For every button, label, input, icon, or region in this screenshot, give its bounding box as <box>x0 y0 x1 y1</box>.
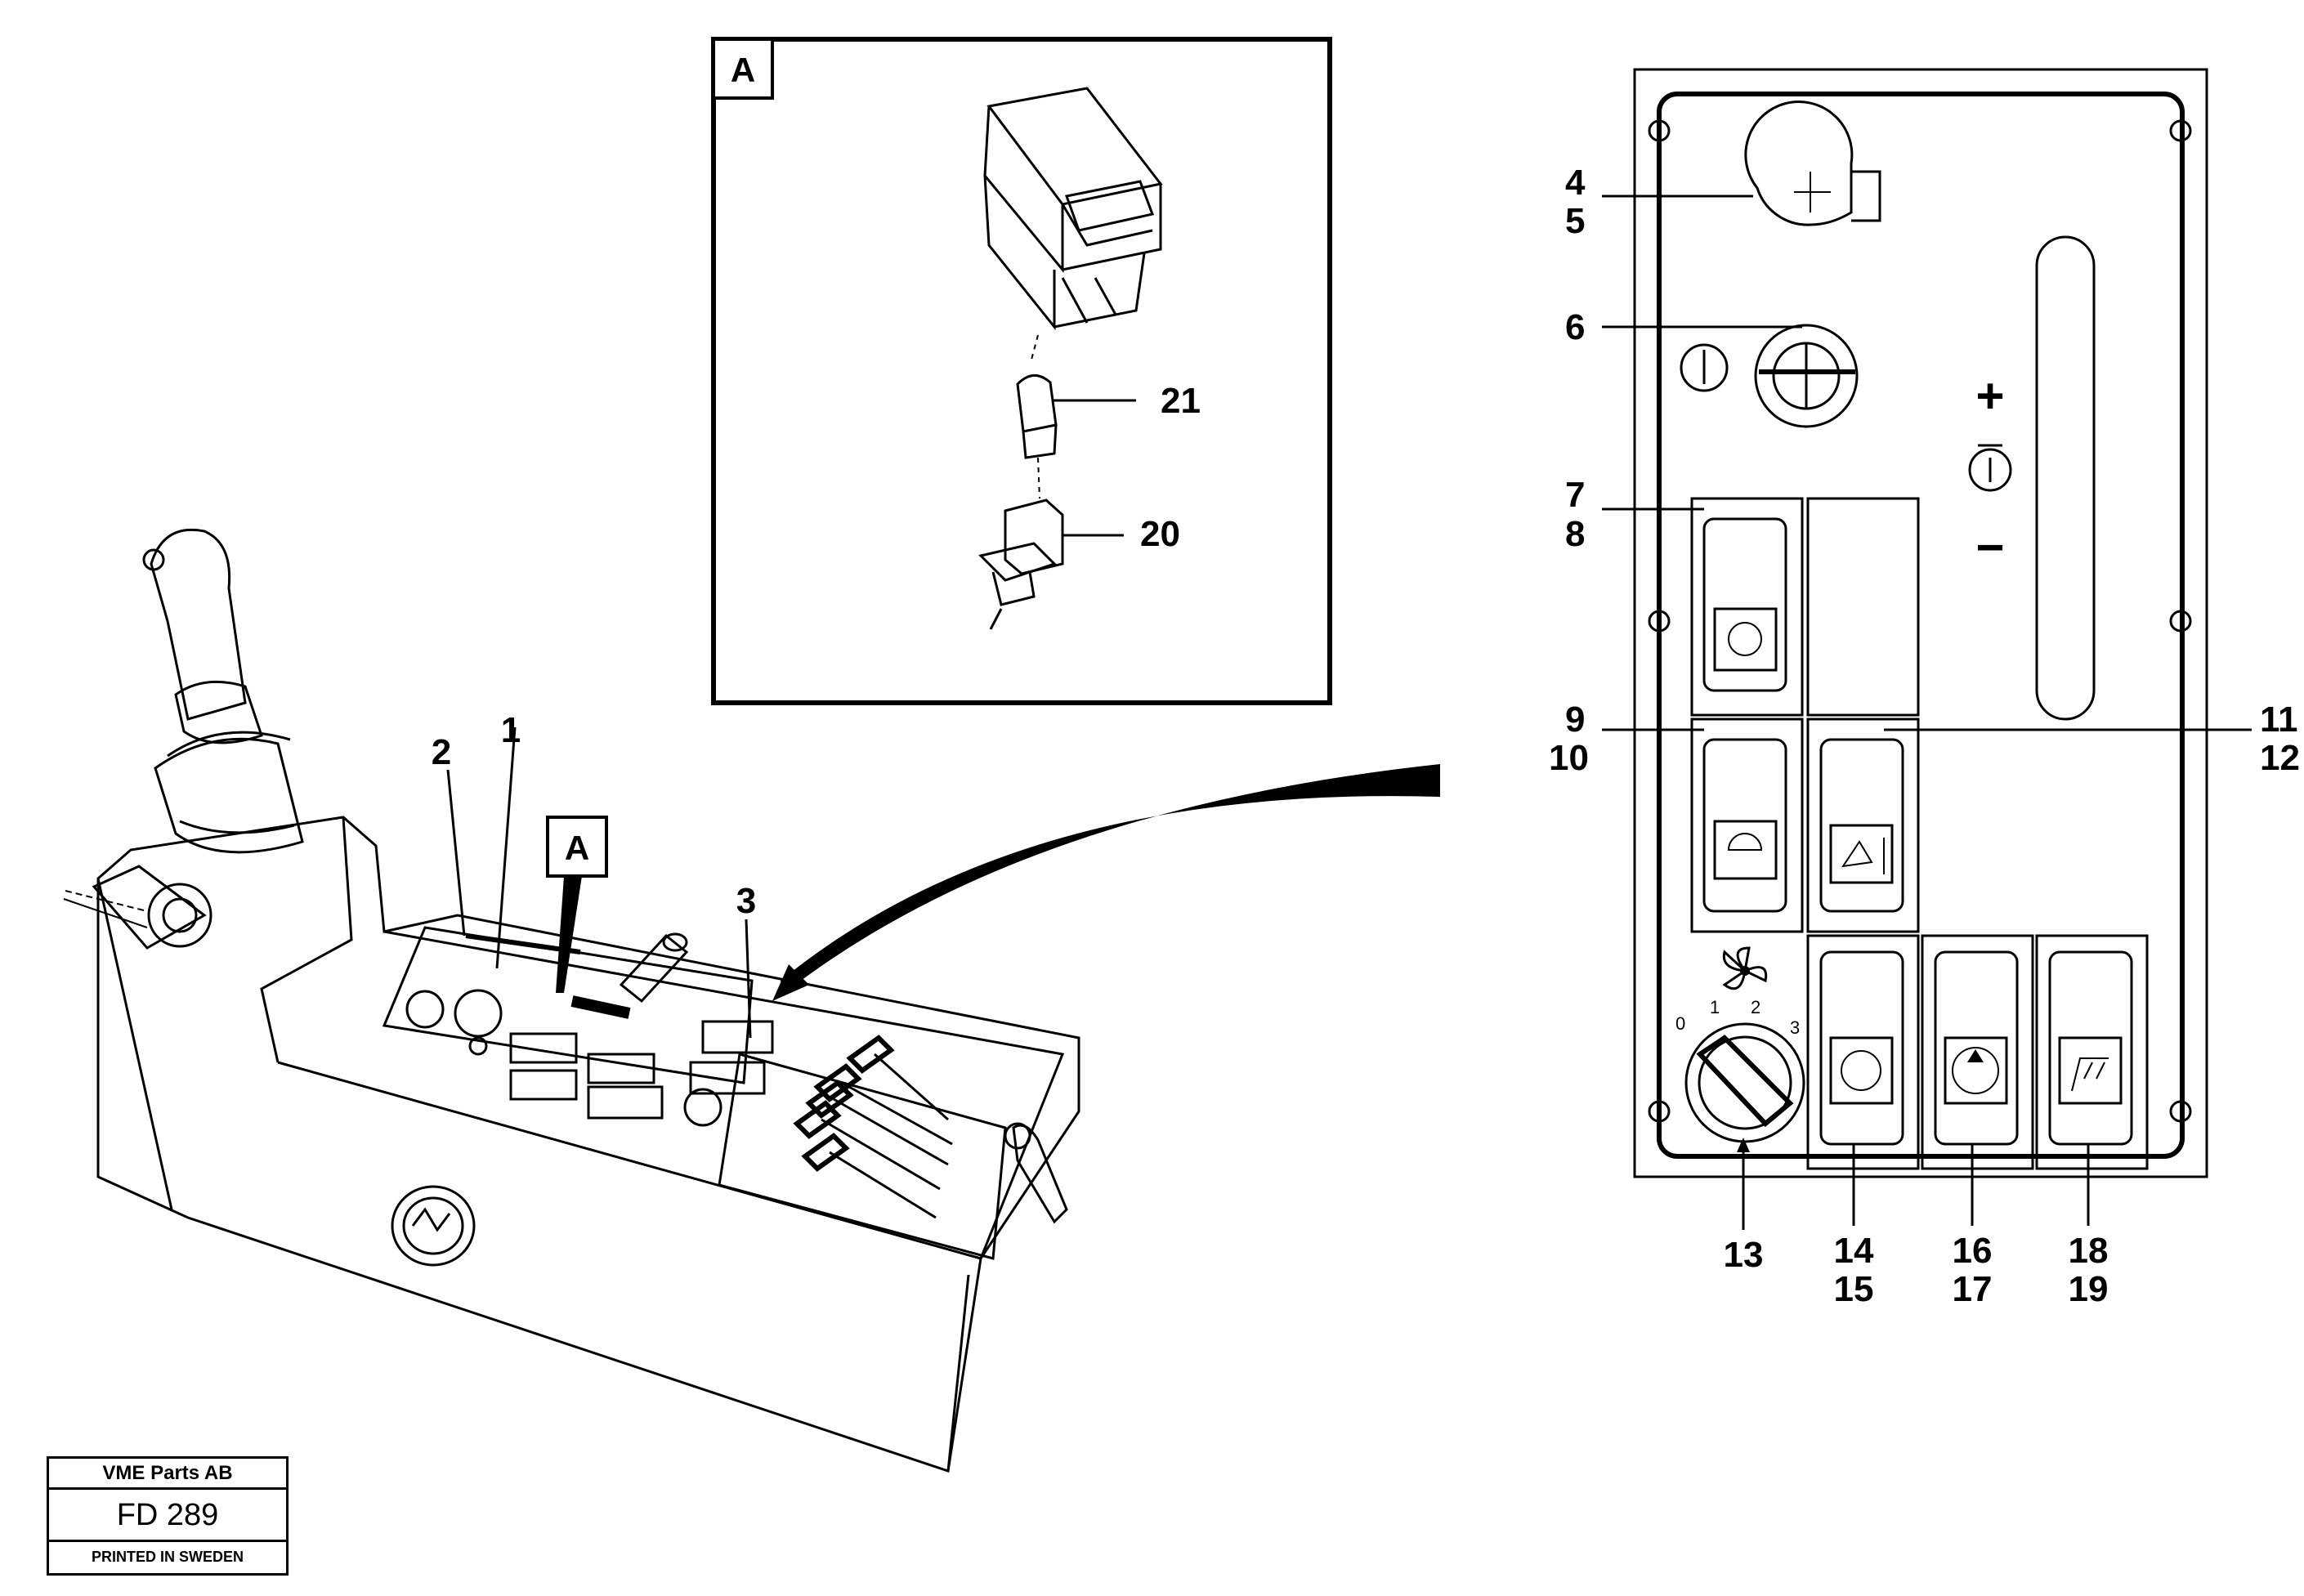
switch-bay-blank <box>1806 497 1920 717</box>
gauge-cap <box>1744 101 1881 226</box>
control-panel-drawing: + − <box>1633 68 2208 1178</box>
hydraulic-levers-drawing <box>718 1035 1007 1260</box>
callout-6: 6 <box>1565 307 1585 347</box>
callout-15: 15 <box>1834 1269 1874 1309</box>
callout-4: 4 <box>1565 163 1586 203</box>
title-block: VME Parts AB FD 289 PRINTED IN SWEDEN <box>47 1456 289 1576</box>
fan-pos-2: 2 <box>1751 997 1760 1017</box>
slider-plus-sign: + <box>1975 369 2004 423</box>
callout-17: 17 <box>1953 1269 1993 1309</box>
callout-11: 11 <box>2260 700 2298 740</box>
detail-a-tag: A <box>731 51 755 89</box>
switch-bay-18-19 <box>2035 934 2149 1170</box>
ignition-key-icon <box>1680 343 1729 392</box>
console-detail-a-tag-box <box>546 816 608 878</box>
switch-9-10[interactable] <box>1702 738 1787 913</box>
callout-14: 14 <box>1834 1231 1874 1271</box>
callout-9: 9 <box>1565 700 1585 740</box>
switch-bay-7-8 <box>1690 497 1804 717</box>
switch-14-15[interactable] <box>1819 950 1904 1146</box>
callout-10: 10 <box>1549 738 1589 778</box>
curved-arrow <box>772 764 1440 1001</box>
detail-a-tag-box <box>712 38 774 100</box>
callout-7: 7 <box>1565 475 1585 515</box>
console-assembly-drawing: A <box>63 528 1080 1473</box>
panel-outer-frame <box>1633 68 2208 1178</box>
work-light-icon <box>1727 833 1763 851</box>
bulb-drawing <box>1016 374 1058 499</box>
throttle-slider-track[interactable] <box>2035 235 2096 721</box>
title-block-printed: PRINTED IN SWEDEN <box>91 1549 244 1565</box>
switch-7-8[interactable] <box>1702 517 1787 692</box>
switch-bay-14-15 <box>1806 934 1920 1170</box>
callout-18: 18 <box>2069 1231 2109 1271</box>
ignition-switch[interactable] <box>1754 324 1859 428</box>
detail-a-inset: A 21 20 <box>711 37 1332 705</box>
callout-20: 20 <box>1140 514 1180 554</box>
callout-12: 12 <box>2260 738 2300 778</box>
washer-icon <box>1952 1047 1999 1094</box>
callout-16: 16 <box>1953 1231 1993 1271</box>
fan-pos-0: 0 <box>1675 1013 1685 1034</box>
switch-11-12[interactable] <box>1819 738 1904 913</box>
switch-18-19[interactable] <box>2048 950 2133 1146</box>
seat-heater-icon <box>2071 1057 2109 1092</box>
callout-2: 2 <box>432 732 451 772</box>
callout-3: 3 <box>736 881 756 921</box>
console-detail-a-tag: A <box>565 829 589 867</box>
switch-bay-16-17 <box>1921 934 2034 1170</box>
slider-minus-sign: − <box>1975 520 2004 574</box>
fan-icon <box>1722 946 1768 990</box>
console-handle-drawing <box>619 933 689 1004</box>
joystick-drawing <box>150 528 247 721</box>
callout-19: 19 <box>2069 1269 2109 1309</box>
callout-8: 8 <box>1565 514 1585 554</box>
engine-speed-icon <box>1968 444 2012 492</box>
callout-13: 13 <box>1724 1235 1764 1275</box>
panel-inner-frame <box>1657 92 2185 1159</box>
bulb-holder-drawing <box>978 498 1064 630</box>
switch-16-17[interactable] <box>1934 950 2019 1146</box>
title-block-code: FD 289 <box>49 1490 286 1542</box>
heater-fan-icon <box>1841 1050 1881 1091</box>
level-icon <box>1841 838 1885 874</box>
switch-bay-9-10 <box>1690 718 1804 933</box>
fan-pos-1: 1 <box>1710 997 1720 1017</box>
fan-pos-3: 3 <box>1790 1017 1800 1038</box>
fan-speed-knob[interactable] <box>1684 1022 1805 1143</box>
title-block-company: VME Parts AB <box>49 1459 286 1490</box>
preheat-icon <box>1728 622 1762 656</box>
callout-21: 21 <box>1161 381 1201 421</box>
console-badge-drawing <box>391 1185 476 1267</box>
console-panel-outline <box>382 926 754 1084</box>
switch-bay-11-12 <box>1806 718 1920 933</box>
rocker-switch-drawing <box>983 87 1163 360</box>
callout-1: 1 <box>501 710 521 750</box>
callout-5: 5 <box>1565 201 1585 241</box>
